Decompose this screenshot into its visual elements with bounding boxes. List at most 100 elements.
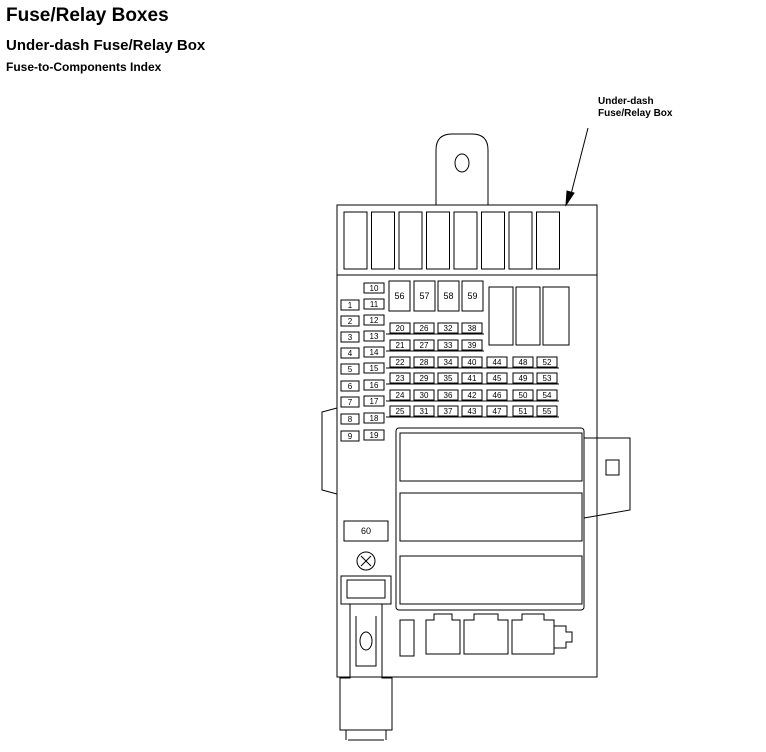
fuse-4: 4 (340, 347, 360, 359)
relay-slot (398, 211, 423, 270)
fuse-number-label: 26 (420, 324, 429, 333)
fuse-53: 53 (533, 372, 559, 385)
fuse-35: 35 (434, 372, 460, 385)
fuse-number-label: 24 (396, 391, 405, 400)
top-mounting-tab (435, 133, 489, 205)
mounting-screw-icon (356, 551, 376, 571)
fuse-18: 18 (363, 412, 385, 424)
fuse-33: 33 (434, 339, 460, 352)
fuse-number-label: 8 (348, 415, 353, 424)
fuse-52: 52 (533, 356, 559, 369)
fuse-11: 11 (363, 298, 385, 310)
fuse-30: 30 (410, 389, 436, 402)
callout-line-1: Under-dash (598, 96, 654, 107)
fuse-number-label: 44 (493, 358, 502, 367)
fuse-number-label: 22 (396, 358, 405, 367)
fuse-number-label: 4 (348, 349, 353, 358)
connector-bay (399, 432, 583, 482)
fuse-number-label: 5 (348, 365, 353, 374)
fuse-number-label: 41 (468, 374, 477, 383)
relay-slot (488, 286, 514, 346)
fuse-2: 2 (340, 315, 360, 327)
fuse-grid: 2021222324252627282930313233343536373839… (386, 322, 559, 418)
fuse-number-label: 36 (444, 391, 453, 400)
fuse-22: 22 (386, 356, 412, 369)
fuse-bottom-large: 60 (343, 520, 389, 542)
fuse-number-label: 11 (370, 300, 379, 309)
fuse-24: 24 (386, 389, 412, 402)
fuse-number-label: 16 (370, 381, 379, 390)
fuse-number-label: 47 (493, 407, 502, 416)
fuse-7: 7 (340, 396, 360, 408)
fuse-40: 40 (458, 356, 484, 369)
fuse-number-label: 10 (370, 284, 379, 293)
connector-block (395, 427, 585, 611)
relay-slot (508, 211, 533, 270)
fuse-21: 21 (386, 339, 412, 352)
fuse-12: 12 (363, 314, 385, 326)
fuse-number-label: 7 (348, 398, 353, 407)
relay-slot (481, 211, 505, 270)
top-relay-row (343, 211, 560, 270)
relay-slot (515, 286, 541, 346)
fuse-number-label: 2 (348, 317, 353, 326)
relay-slot (426, 211, 450, 270)
page-title: Fuse/Relay Boxes (6, 5, 169, 26)
fuse-25: 25 (386, 405, 412, 418)
fuse-50: 50 (509, 389, 535, 402)
callout-arrow (565, 127, 589, 207)
fuse-number-label: 12 (370, 316, 379, 325)
fuse-6: 6 (340, 380, 360, 392)
fuse-15: 15 (363, 362, 385, 374)
relay-slot (453, 211, 478, 270)
fuse-number-label: 58 (443, 291, 453, 301)
bottom-connector-tab (339, 604, 393, 741)
fuse-10: 10 (363, 282, 385, 294)
fuse-number-label: 33 (444, 341, 453, 350)
fuse-number-label: 31 (420, 407, 429, 416)
fuse-23: 23 (386, 372, 412, 385)
fuse-number-label: 29 (420, 374, 429, 383)
connector-bay (399, 492, 583, 542)
fuse-58: 58 (437, 280, 460, 312)
fuse-number-label: 20 (396, 324, 405, 333)
fuse-number-label: 57 (419, 291, 429, 301)
fuse-20: 20 (386, 322, 412, 335)
fuse-number-label: 27 (420, 341, 429, 350)
fuse-3: 3 (340, 331, 360, 343)
section-heading: Fuse-to-Components Index (6, 60, 162, 74)
fuse-17: 17 (363, 395, 385, 407)
fuse-number-label: 42 (468, 391, 477, 400)
fuse-number-label: 1 (348, 301, 353, 310)
fuse-number-label: 54 (543, 391, 552, 400)
fuse-36: 36 (434, 389, 460, 402)
fuse-34: 34 (434, 356, 460, 369)
fuse-number-label: 30 (420, 391, 429, 400)
fuse-48: 48 (509, 356, 535, 369)
fuse-box-callout-label: Under-dash Fuse/Relay Box (598, 96, 672, 120)
fuse-number-label: 32 (444, 324, 453, 333)
connector-bay (399, 555, 583, 605)
fuse-54: 54 (533, 389, 559, 402)
fuse-number-label: 25 (396, 407, 405, 416)
fuse-number-label: 59 (467, 291, 477, 301)
fuse-41: 41 (458, 372, 484, 385)
fuse-16: 16 (363, 379, 385, 391)
fuse-number-label: 19 (370, 431, 379, 440)
fuse-57: 57 (413, 280, 436, 312)
fuse-number-label: 52 (543, 358, 552, 367)
left-side-bracket (321, 407, 338, 495)
fuse-number-label: 48 (519, 358, 528, 367)
fuse-19: 19 (363, 429, 385, 441)
fuse-13: 13 (363, 330, 385, 342)
right-side-bracket (583, 437, 631, 519)
fuse-number-label: 15 (370, 364, 379, 373)
fuse-number-label: 14 (370, 348, 379, 357)
fuse-43: 43 (458, 405, 484, 418)
fuse-number-label: 34 (444, 358, 453, 367)
fuse-8: 8 (340, 413, 360, 425)
fuse-number-label: 3 (348, 333, 353, 342)
fuse-44: 44 (483, 356, 509, 369)
right-relay-group (488, 286, 570, 346)
